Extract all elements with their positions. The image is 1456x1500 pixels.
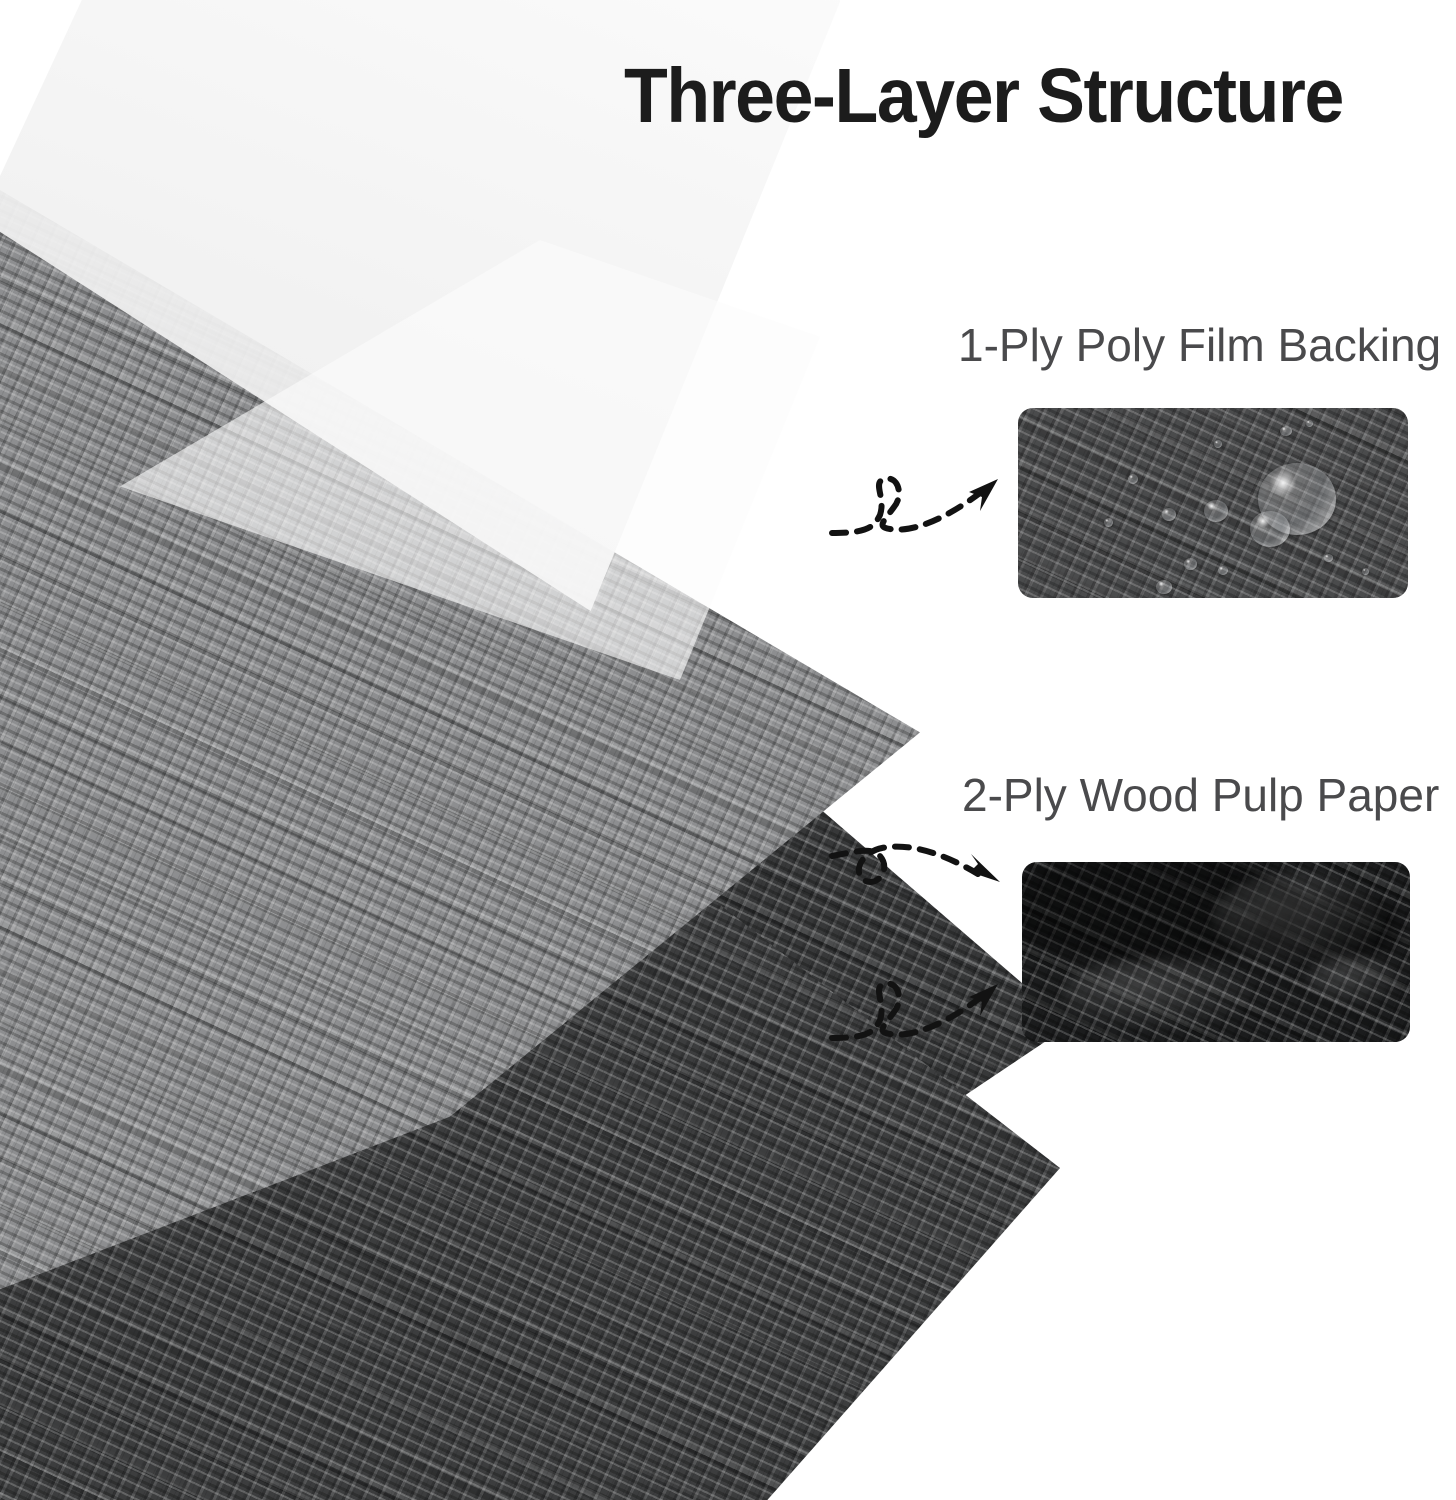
wet-patch xyxy=(1252,892,1402,962)
embossed-texture xyxy=(1022,862,1410,1042)
callout-label-wood-pulp: 2-Ply Wood Pulp Paper xyxy=(962,769,1440,821)
water-droplet xyxy=(1362,568,1369,575)
moisture-sheen xyxy=(1308,954,1398,1004)
water-droplet xyxy=(1250,511,1290,547)
layered-sheet-stack xyxy=(0,0,1060,1500)
water-droplet xyxy=(1128,474,1138,484)
curly-dashed-arrow-icon xyxy=(829,475,998,536)
water-droplet xyxy=(1306,420,1313,427)
page-title: Three-Layer Structure xyxy=(624,53,1344,139)
moisture-sheen xyxy=(1062,958,1252,1028)
callout-label-poly-film: 1-Ply Poly Film Backing xyxy=(958,319,1442,371)
water-droplet xyxy=(1204,500,1228,522)
water-droplet xyxy=(1218,566,1228,575)
curly-dashed-arrow-icon xyxy=(829,980,998,1041)
water-droplet xyxy=(1162,508,1176,521)
water-droplet xyxy=(1156,580,1172,594)
poly-film-water-beading-photo xyxy=(1018,408,1408,598)
moisture-sheen xyxy=(1212,872,1382,962)
wet-patch xyxy=(1022,862,1302,962)
curly-dashed-arrow-icon xyxy=(829,843,1000,885)
water-droplet xyxy=(1184,558,1197,570)
water-droplet xyxy=(1280,426,1292,436)
water-droplet xyxy=(1104,518,1113,527)
water-droplet xyxy=(1214,440,1222,448)
water-droplet xyxy=(1324,554,1333,562)
wood-pulp-absorbency-photo xyxy=(1022,862,1410,1042)
